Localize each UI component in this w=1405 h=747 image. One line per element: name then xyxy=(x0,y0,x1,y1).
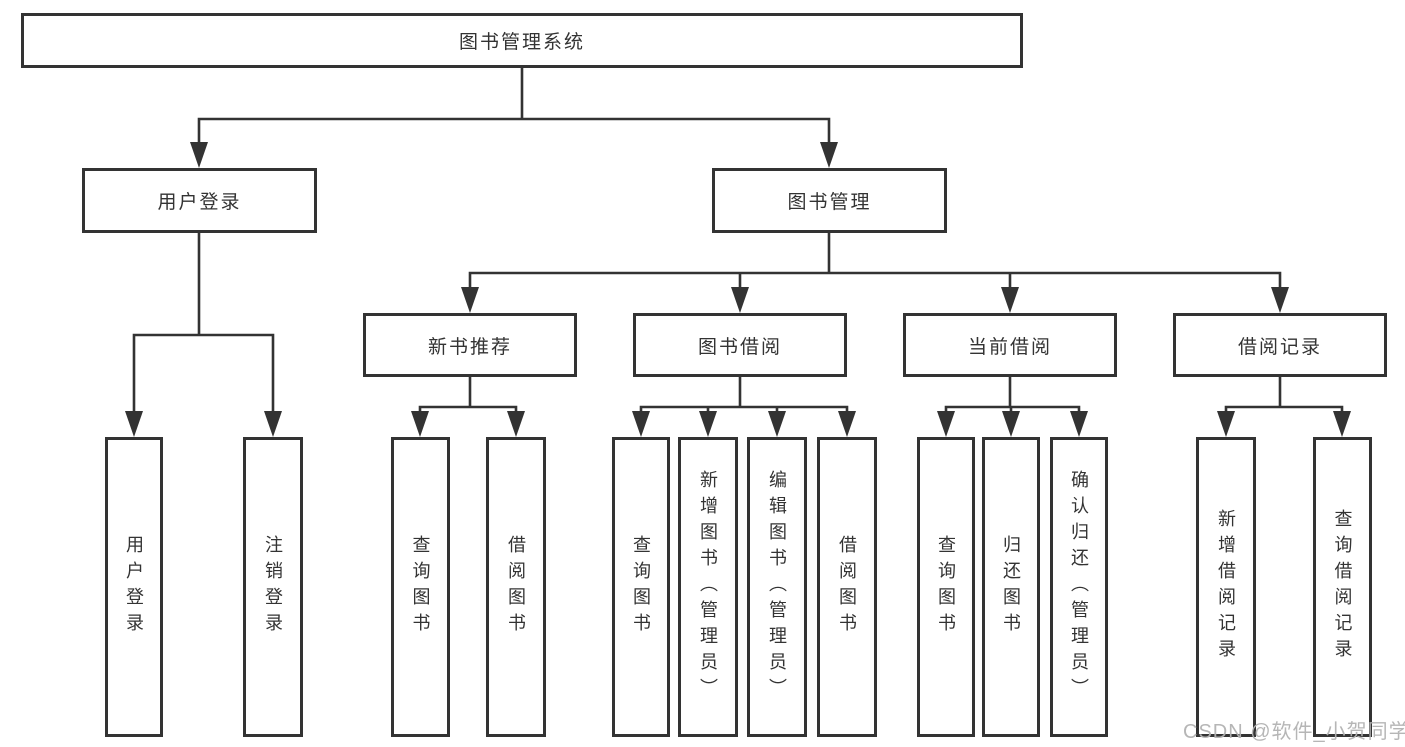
node-borrow-record: 借阅记录 xyxy=(1173,313,1387,377)
leaf-label: 查询图书 xyxy=(936,535,956,639)
node-library-management-system: 图书管理系统 xyxy=(21,13,1023,68)
leaf-borrow-books-recommend: 借阅图书 xyxy=(486,437,546,737)
node-user-login-branch: 用户登录 xyxy=(82,168,317,233)
leaf-label: 查询借阅记录 xyxy=(1332,509,1353,665)
node-book-management-branch: 图书管理 xyxy=(712,168,947,233)
node-book-borrowing: 图书借阅 xyxy=(633,313,847,377)
arrowhead-icons xyxy=(125,142,1351,437)
leaf-label: 用户登录 xyxy=(124,535,144,639)
csdn-watermark: CSDN @软件_小贺同学 xyxy=(1183,721,1405,743)
leaf-query-books-current: 查询图书 xyxy=(917,437,975,737)
leaf-label: 借阅图书 xyxy=(506,535,526,639)
leaf-label: 新增借阅记录 xyxy=(1216,509,1236,665)
leaf-label: 新增图书（管理员） xyxy=(698,470,718,704)
leaf-add-books-admin: 新增图书（管理员） xyxy=(678,437,738,737)
leaf-label: 注销登录 xyxy=(263,535,283,639)
leaf-edit-books-admin: 编辑图书（管理员） xyxy=(747,437,807,737)
leaf-query-borrow-record: 查询借阅记录 xyxy=(1313,437,1372,737)
leaf-query-books-recommend: 查询图书 xyxy=(391,437,450,737)
leaf-label: 借阅图书 xyxy=(837,535,857,639)
leaf-confirm-return-admin: 确认归还（管理员） xyxy=(1050,437,1108,737)
leaf-label: 查询图书 xyxy=(410,535,431,639)
leaf-label: 编辑图书（管理员） xyxy=(767,470,787,704)
leaf-add-borrow-record: 新增借阅记录 xyxy=(1196,437,1256,737)
leaf-return-books: 归还图书 xyxy=(982,437,1040,737)
leaf-label: 归还图书 xyxy=(1001,535,1021,639)
leaf-borrow-books: 借阅图书 xyxy=(817,437,877,737)
leaf-label: 查询图书 xyxy=(631,535,651,639)
leaf-label: 确认归还（管理员） xyxy=(1069,470,1089,704)
node-new-book-recommend: 新书推荐 xyxy=(363,313,577,377)
node-current-borrow: 当前借阅 xyxy=(903,313,1117,377)
leaf-query-books-borrowing: 查询图书 xyxy=(612,437,670,737)
leaf-user-login: 用户登录 xyxy=(105,437,163,737)
leaf-logout: 注销登录 xyxy=(243,437,303,737)
